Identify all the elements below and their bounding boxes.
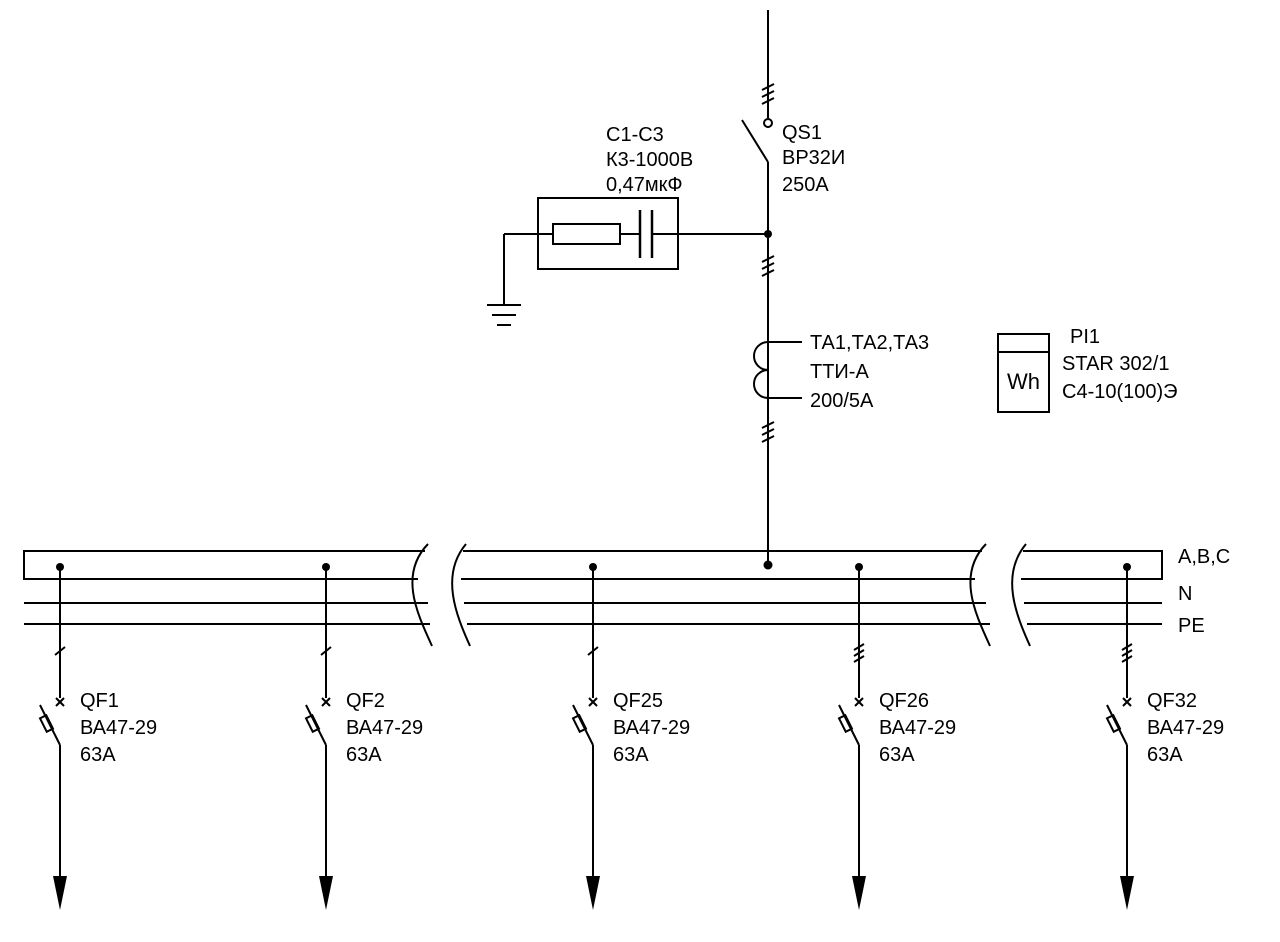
- three-phase-mark: [1121, 643, 1133, 663]
- breaker-contact-x-icon: [321, 697, 331, 707]
- ground-icon: [487, 304, 521, 326]
- thermal-release-icon: [304, 713, 321, 734]
- breaker-feeder: QF25 ВА47-29 63А: [571, 563, 690, 910]
- phase-busbar: [23, 550, 425, 580]
- meter-type: С4-10(100)Э: [1062, 381, 1178, 403]
- breaker-contact-x-icon: [854, 697, 864, 707]
- breaker-blade: [305, 704, 327, 746]
- busbar-section-3: [1011, 543, 1163, 647]
- single-phase-mark: [320, 646, 332, 656]
- busbar-label-pe: PE: [1178, 615, 1205, 637]
- single-phase-mark: [587, 646, 599, 656]
- breaker-type: ВА47-29: [1147, 717, 1224, 739]
- breaker-rating: 63А: [879, 744, 915, 766]
- busbar-label-neutral: N: [1178, 583, 1192, 605]
- breaker-type: ВА47-29: [80, 717, 157, 739]
- breaker-feeder: QF26 ВА47-29 63А: [837, 563, 956, 910]
- break-mark: [451, 543, 471, 647]
- thermal-release-icon: [571, 713, 588, 734]
- breaker-rating: 63А: [613, 744, 649, 766]
- break-mark: [969, 543, 991, 647]
- meter-model: STAR 302/1: [1062, 353, 1169, 375]
- outgoing-arrow-icon: [852, 876, 866, 910]
- outgoing-arrow-icon: [1120, 876, 1134, 910]
- feeder-three-phase-marks-2: [761, 421, 775, 443]
- breaker-name: QF32: [1147, 690, 1197, 712]
- capacitor-block: [487, 197, 768, 326]
- outgoing-arrow-icon: [586, 876, 600, 910]
- breaker-feeder: QF2 ВА47-29 63А: [304, 563, 423, 910]
- incoming-feeder: [741, 10, 802, 570]
- ct-name: ТА1,ТА2,ТА3: [810, 332, 929, 354]
- busbar-label-phases: A,B,C: [1178, 546, 1230, 568]
- current-transformer-symbol: [753, 341, 802, 399]
- breaker-type: ВА47-29: [613, 717, 690, 739]
- switch-fixed-contact: [763, 118, 773, 128]
- thermal-release-icon: [1105, 713, 1122, 734]
- breaker-contact-x-icon: [588, 697, 598, 707]
- meter-wh-symbol: Wh: [1007, 369, 1040, 394]
- three-phase-mark: [853, 643, 865, 663]
- breaker-feeder: QF32 ВА47-29 63А: [1105, 563, 1224, 910]
- outgoing-feeders: QF1 ВА47-29 63А QF2 ВА47-29 63А: [38, 563, 1224, 910]
- qs1-rating: 250А: [782, 174, 829, 196]
- breaker-blade: [838, 704, 860, 746]
- breaker-contact-x-icon: [55, 697, 65, 707]
- capacitors-name: С1-С3: [606, 124, 664, 146]
- meter-name: PI1: [1070, 326, 1100, 348]
- phase-busbar: [1021, 550, 1163, 580]
- qs1-type: ВР32И: [782, 147, 845, 169]
- breaker-rating: 63А: [1147, 744, 1183, 766]
- breaker-name: QF26: [879, 690, 929, 712]
- outgoing-arrow-icon: [53, 876, 67, 910]
- switch-qs1-blade: [741, 119, 769, 163]
- qs1-name: QS1: [782, 122, 822, 144]
- breaker-blade: [39, 704, 61, 746]
- single-phase-mark: [54, 646, 66, 656]
- breaker-type: ВА47-29: [346, 717, 423, 739]
- thermal-release-icon: [837, 713, 854, 734]
- capacitors-type: К3-1000В: [606, 149, 693, 171]
- break-mark: [1011, 543, 1031, 647]
- incoming-three-phase-marks: [761, 83, 775, 105]
- outgoing-arrow-icon: [319, 876, 333, 910]
- breaker-contact-x-icon: [1122, 697, 1132, 707]
- capacitors-value: 0,47мкФ: [606, 174, 683, 196]
- breaker-rating: 63А: [80, 744, 116, 766]
- resistor-symbol: [552, 223, 621, 245]
- break-mark: [411, 543, 433, 647]
- breaker-feeder: QF1 ВА47-29 63А: [38, 563, 157, 910]
- breaker-type: ВА47-29: [879, 717, 956, 739]
- busbar-section-2: [451, 543, 991, 647]
- breaker-name: QF2: [346, 690, 385, 712]
- energy-meter: Wh: [997, 333, 1050, 413]
- meter-body: [997, 333, 1050, 413]
- ct-ratio: 200/5А: [810, 390, 874, 412]
- breaker-rating: 63А: [346, 744, 382, 766]
- thermal-release-icon: [38, 713, 55, 734]
- feeder-bus-connection: [763, 560, 773, 570]
- breaker-name: QF25: [613, 690, 663, 712]
- feeder-three-phase-marks-1: [761, 255, 775, 277]
- breaker-blade: [1106, 704, 1128, 746]
- breaker-blade: [572, 704, 594, 746]
- ct-type: ТТИ-А: [810, 361, 869, 383]
- busbar-section-1: [23, 543, 433, 647]
- breaker-name: QF1: [80, 690, 119, 712]
